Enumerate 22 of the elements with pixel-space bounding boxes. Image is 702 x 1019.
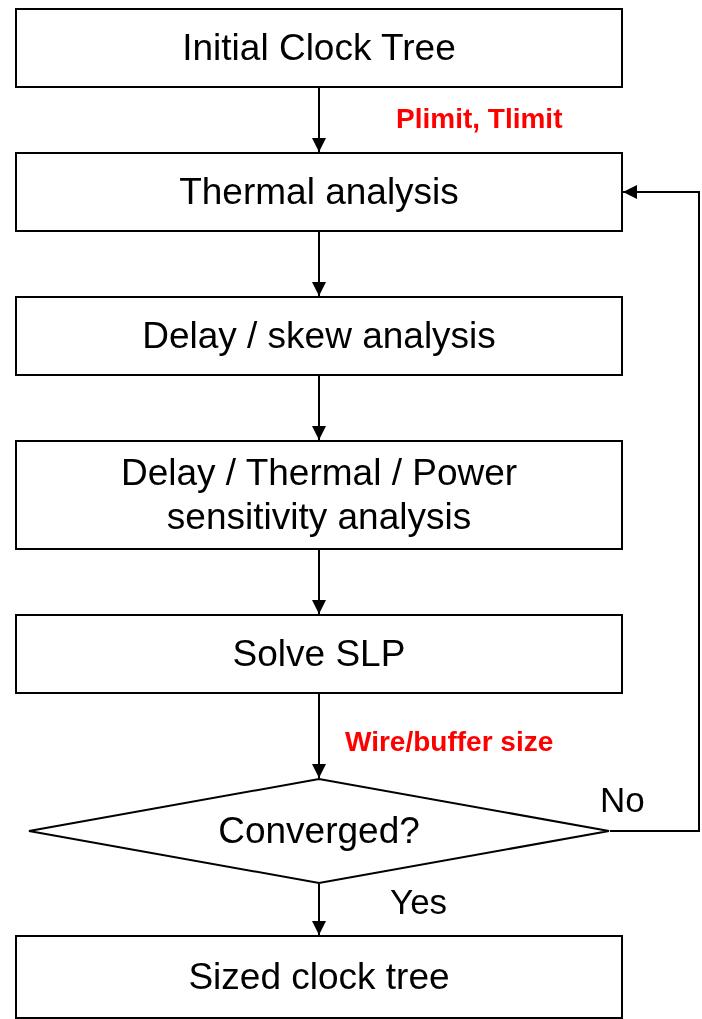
step-text: Delay / skew analysis xyxy=(141,314,497,358)
arrow xyxy=(312,693,326,779)
parameter-label: Plimit, Tlimit xyxy=(396,103,563,135)
arrow xyxy=(609,185,700,832)
arrow xyxy=(312,87,326,153)
process-box xyxy=(15,935,623,1019)
arrow xyxy=(312,549,326,615)
arrow xyxy=(312,375,326,441)
arrow xyxy=(312,883,326,936)
process-box xyxy=(15,614,623,694)
parameter-label: Wire/buffer size xyxy=(345,726,554,758)
step-text: Converged? xyxy=(217,809,421,853)
step-text: Solve SLP xyxy=(231,632,407,676)
process-box xyxy=(15,8,623,88)
process-box xyxy=(15,440,623,550)
step-text: Delay / Thermal / Power sensitivity analysis xyxy=(119,451,519,539)
process-box xyxy=(15,296,623,376)
step-text: Sized clock tree xyxy=(187,955,451,999)
step-text: Thermal analysis xyxy=(178,170,460,214)
arrow xyxy=(312,231,326,297)
step-text: Initial Clock Tree xyxy=(181,26,457,70)
process-box xyxy=(15,152,623,232)
